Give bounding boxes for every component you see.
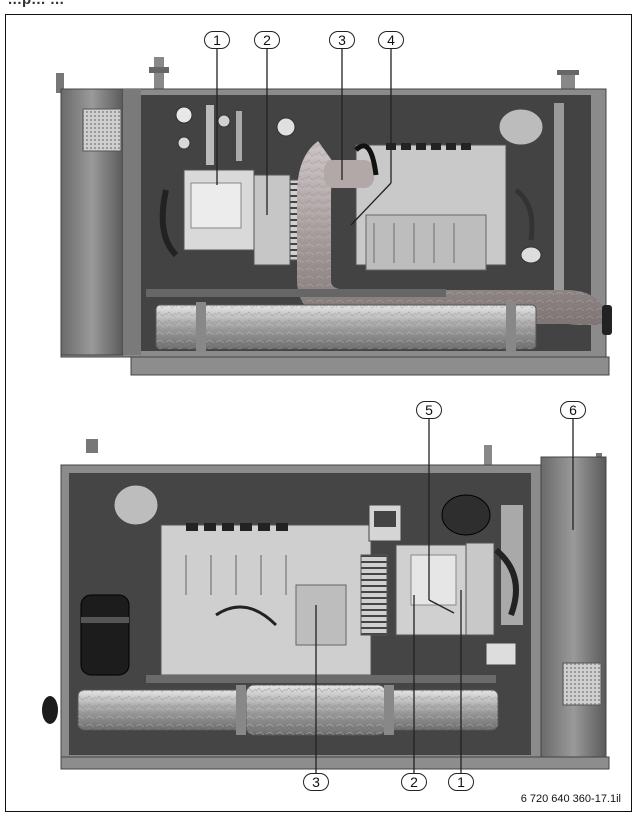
callout-bottom-2: 2 — [401, 773, 427, 791]
callout-top-2: 2 — [254, 31, 280, 49]
callout-bottom-6: 6 — [560, 401, 586, 419]
top-unit — [56, 57, 612, 376]
figure-frame: 1 2 3 4 5 6 3 2 1 6 720 640 360-17.1il — [5, 14, 632, 812]
machine-illustrations — [42, 49, 612, 773]
clipped-header: ...p... ... — [0, 0, 639, 14]
figure-id: 6 720 640 360-17.1il — [520, 793, 621, 805]
callout-bottom-1: 1 — [448, 773, 474, 791]
callout-top-3: 3 — [329, 31, 355, 49]
bottom-unit — [42, 439, 610, 770]
callout-top-4: 4 — [378, 31, 404, 49]
callout-bottom-5: 5 — [416, 401, 442, 419]
callout-top-1: 1 — [204, 31, 230, 49]
clipped-header-text: ...p... ... — [8, 0, 64, 8]
bottom-leader-lines — [315, 419, 574, 773]
top-leader-lines — [216, 49, 392, 226]
callout-bottom-3: 3 — [303, 773, 329, 791]
